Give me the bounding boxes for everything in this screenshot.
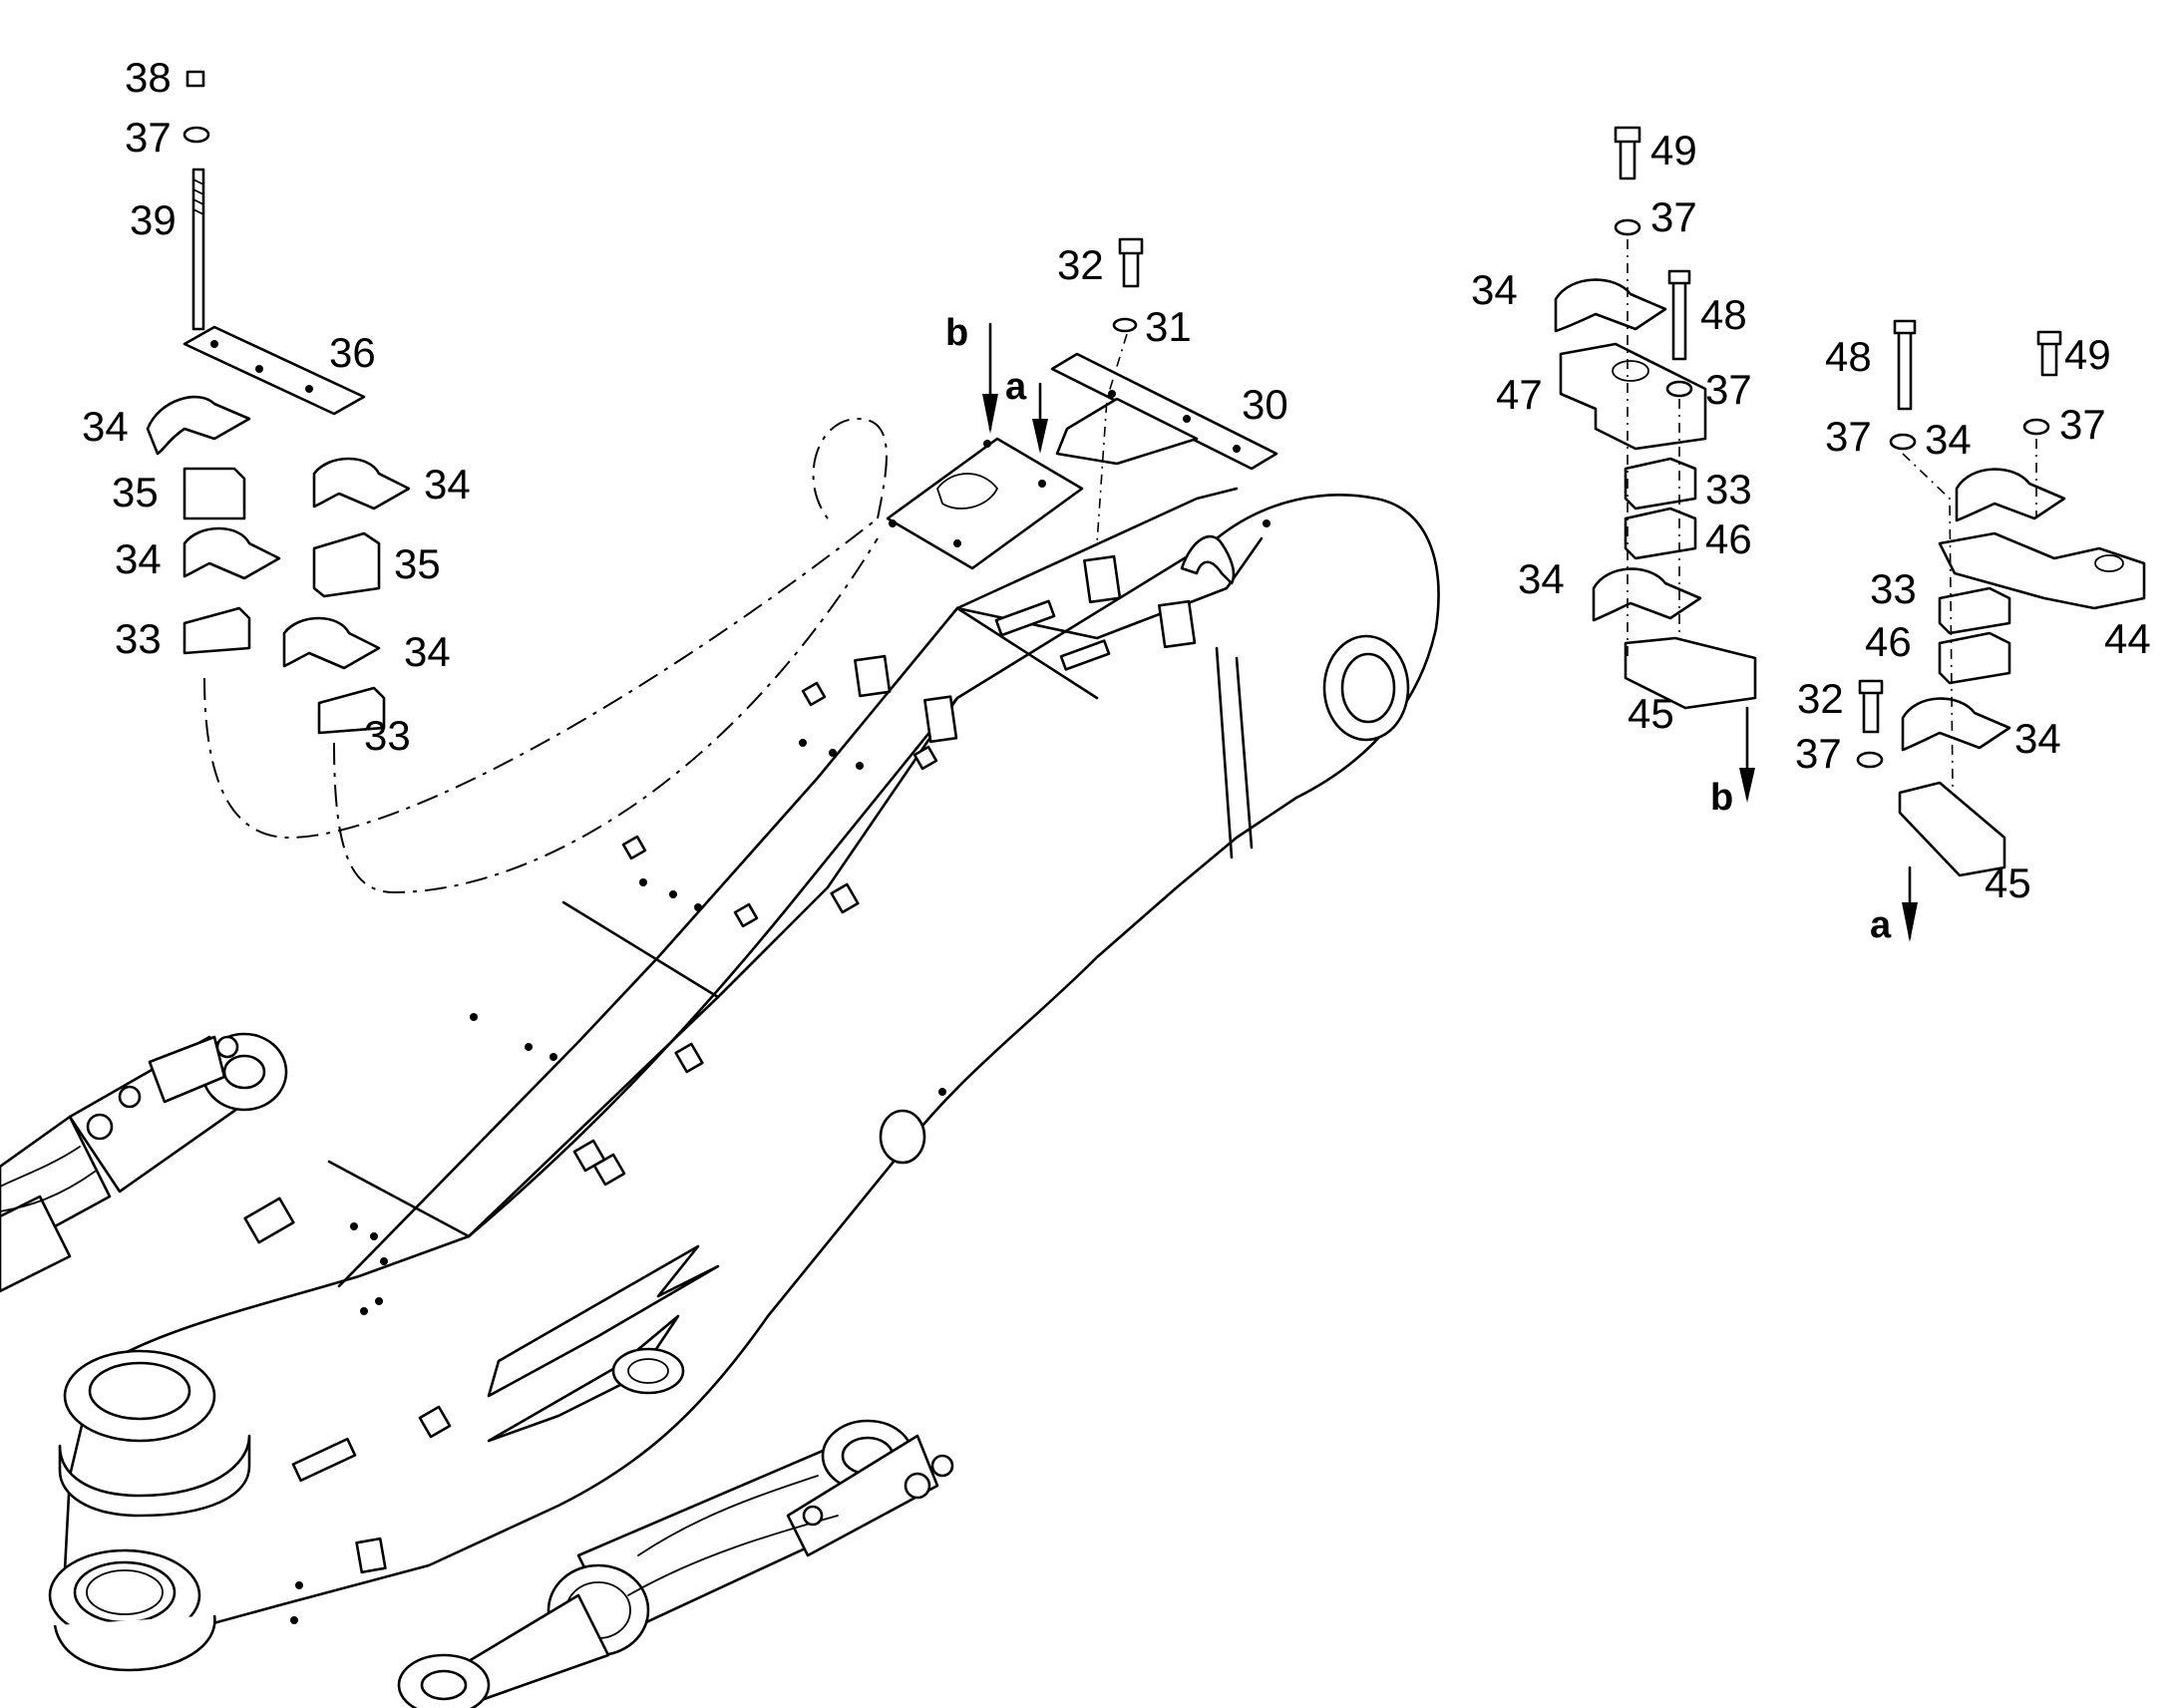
callout-32: 32	[1057, 241, 1104, 288]
callout-35: 35	[394, 540, 441, 587]
callout-33: 33	[115, 615, 162, 662]
callout-34: 34	[1925, 416, 1972, 463]
callout-37: 37	[2059, 401, 2106, 448]
callout-32: 32	[1797, 675, 1844, 722]
callout-46: 46	[1705, 515, 1752, 562]
callout-49: 49	[1650, 127, 1697, 173]
arrow-label-b: b	[945, 312, 968, 354]
left-clamp-stack	[146, 70, 888, 894]
callout-37: 37	[125, 114, 172, 161]
callout-37: 37	[1825, 413, 1872, 460]
arrow-label-b: b	[1710, 777, 1733, 819]
callout-36: 36	[329, 329, 376, 376]
far-right-clamp-stack	[1856, 319, 2146, 942]
callout-34: 34	[1471, 266, 1518, 313]
callout-37: 37	[1705, 366, 1752, 413]
callout-38: 38	[125, 54, 172, 101]
callout-30: 30	[1242, 381, 1288, 428]
callout-31: 31	[1145, 303, 1192, 350]
callout-45: 45	[1628, 690, 1674, 737]
callout-45: 45	[1985, 859, 2031, 906]
center-mount-plates	[886, 237, 1278, 570]
callout-35: 35	[112, 469, 159, 515]
upper-left-cylinder	[0, 1032, 288, 1293]
arrow-label-a: a	[1870, 904, 1892, 946]
callout-46: 46	[1865, 618, 1912, 665]
callout-39: 39	[130, 196, 177, 243]
callout-34: 34	[82, 403, 129, 450]
callout-34: 34	[1518, 555, 1565, 602]
callout-33: 33	[364, 712, 411, 759]
callout-labels: 38 37 39 36 34 35 34 34 35 33 34 33 32 3…	[82, 54, 2151, 946]
callout-47: 47	[1496, 371, 1543, 418]
callout-34: 34	[115, 535, 162, 582]
callout-49: 49	[2064, 331, 2111, 378]
callout-33: 33	[1870, 565, 1917, 612]
middle-right-clamp-stack	[1554, 126, 1757, 803]
callout-34: 34	[2014, 715, 2061, 762]
callout-48: 48	[1700, 291, 1747, 338]
boom-body	[48, 487, 1440, 1672]
lower-right-cylinder	[397, 1419, 954, 1708]
callout-37: 37	[1795, 730, 1842, 777]
callout-44: 44	[2104, 615, 2151, 662]
callout-33: 33	[1705, 466, 1752, 512]
callout-48: 48	[1825, 333, 1872, 380]
arrow-label-a: a	[1005, 366, 1027, 408]
callout-34: 34	[404, 628, 451, 675]
callout-34: 34	[424, 461, 471, 508]
callout-37: 37	[1650, 193, 1697, 240]
